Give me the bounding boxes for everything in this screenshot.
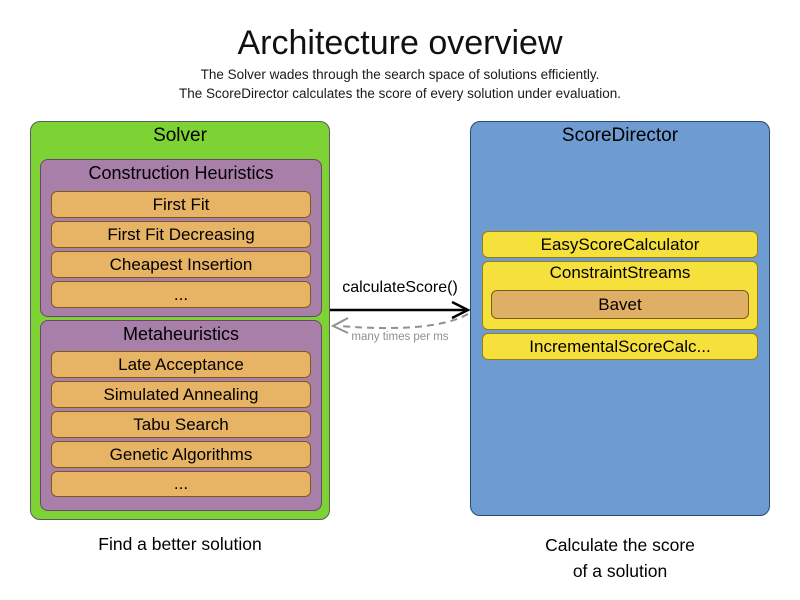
metaheuristics-section: Metaheuristics Late Acceptance Simulated… (40, 320, 322, 511)
item-genetic-algorithms: Genetic Algorithms (51, 441, 311, 468)
calculate-score-arrow (330, 300, 471, 320)
score-director-caption-line-1: Calculate the score (545, 535, 695, 555)
solver-caption: Find a better solution (98, 534, 262, 554)
item-first-fit-decreasing: First Fit Decreasing (51, 221, 311, 248)
item-incremental-score-calculator: IncrementalScoreCalc... (482, 333, 758, 360)
subtitle-line-1: The Solver wades through the search spac… (200, 67, 600, 82)
item-simulated-annealing: Simulated Annealing (51, 381, 311, 408)
construction-heuristics-section: Construction Heuristics First Fit First … (40, 159, 322, 317)
page-title: Architecture overview (237, 24, 563, 62)
item-metaheuristics-ellipsis: ... (51, 471, 311, 497)
item-construction-ellipsis: ... (51, 281, 311, 308)
constraint-streams-label: ConstraintStreams (549, 263, 691, 282)
item-first-fit: First Fit (51, 191, 311, 218)
score-director-box: ScoreDirector EasyScoreCalculator Constr… (470, 121, 770, 516)
item-bavet: Bavet (491, 290, 749, 319)
construction-heuristics-label: Construction Heuristics (88, 163, 274, 183)
score-director-label: ScoreDirector (561, 125, 679, 146)
many-times-per-ms-label: many times per ms (351, 331, 449, 343)
score-director-caption: Calculate the score of a solution (470, 532, 770, 584)
score-director-caption-line-2: of a solution (572, 561, 668, 581)
constraint-streams-box: ConstraintStreams Bavet (482, 261, 758, 330)
metaheuristics-label: Metaheuristics (122, 324, 240, 344)
calculate-score-arrow-label: calculateScore() (342, 279, 458, 296)
solver-label: Solver (153, 125, 207, 146)
item-late-acceptance: Late Acceptance (51, 351, 311, 378)
solver-box: Solver Construction Heuristics First Fit… (30, 121, 330, 520)
item-easy-score-calculator: EasyScoreCalculator (482, 231, 758, 258)
subtitle-line-2: The ScoreDirector calculates the score o… (179, 86, 621, 101)
item-tabu-search: Tabu Search (51, 411, 311, 438)
item-cheapest-insertion: Cheapest Insertion (51, 251, 311, 278)
